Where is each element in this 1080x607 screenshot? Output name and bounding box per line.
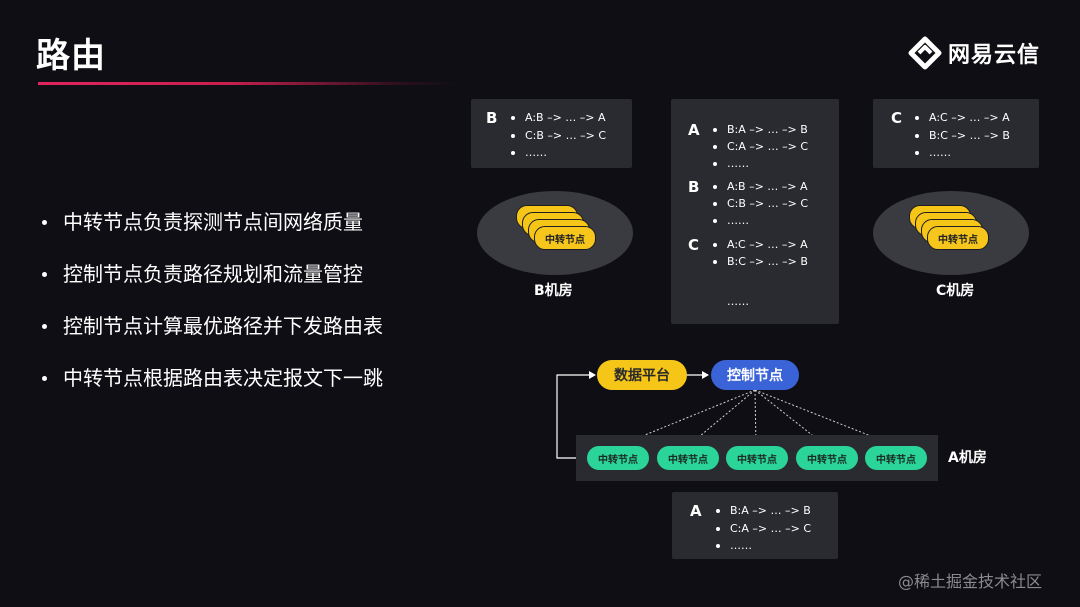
- route-table-key: A: [690, 502, 702, 520]
- netease-yunxin-logo: 网易云信: [908, 36, 1040, 70]
- route-line: ……: [915, 146, 951, 159]
- slide-title: 路由: [36, 36, 106, 76]
- logo-text: 网易云信: [948, 43, 1041, 68]
- route-table-c: C A:C –> … –> A B:C –> … –> B ……: [873, 99, 1039, 168]
- relay-node: 中转节点: [865, 446, 927, 470]
- relay-to-platform-arrow: [556, 374, 590, 459]
- route-line: C:B –> … –> C: [713, 197, 808, 210]
- bullet-text: 中转节点根据路由表决定报文下一跳: [63, 366, 383, 390]
- relay-node: 中转节点: [796, 446, 858, 470]
- dotted-link: [754, 389, 757, 447]
- route-line: C:B –> … –> C: [511, 129, 606, 142]
- route-line: B:A –> … –> B: [716, 504, 811, 517]
- control-node: 控制节点: [711, 360, 799, 390]
- route-table-key: C: [688, 236, 700, 254]
- bullet-item: 中转节点根据路由表决定报文下一跳: [42, 368, 383, 388]
- bullet-item: 中转节点负责探测节点间网络质量: [42, 212, 383, 232]
- route-table-control: A B:A –> … –> B C:A –> … –> C …… B A:B –…: [671, 99, 839, 324]
- room-c-label: C机房: [936, 283, 975, 299]
- bullet-dot-icon: [42, 271, 47, 277]
- bullet-list: 中转节点负责探测节点间网络质量 控制节点负责路径规划和流量管控 控制节点计算最优…: [42, 212, 383, 420]
- relay-chip-c: 中转节点: [927, 226, 989, 250]
- relay-chip-b: 中转节点: [534, 226, 596, 250]
- watermark: @稀土掘金技术社区: [898, 572, 1043, 591]
- route-line: ……: [716, 539, 752, 552]
- bullet-dot-icon: [42, 219, 47, 225]
- route-line: B:C –> … –> B: [713, 255, 808, 268]
- route-line: B:C –> … –> B: [915, 129, 1010, 142]
- route-table-key: A: [688, 121, 700, 139]
- route-line: B:A –> … –> B: [713, 123, 808, 136]
- bullet-item: 控制节点负责路径规划和流量管控: [42, 264, 383, 284]
- relay-node: 中转节点: [726, 446, 788, 470]
- route-line: ……: [713, 157, 749, 170]
- title-underline: [38, 82, 458, 85]
- route-line: A:B –> … –> A: [713, 180, 808, 193]
- bullet-item: 控制节点计算最优路径并下发路由表: [42, 316, 383, 336]
- data-platform-node: 数据平台: [597, 360, 687, 390]
- route-table-key: B: [688, 178, 700, 196]
- relay-node: 中转节点: [587, 446, 649, 470]
- route-line: C:A –> … –> C: [713, 140, 808, 153]
- route-line: A:B –> … –> A: [511, 111, 606, 124]
- bullet-text: 中转节点负责探测节点间网络质量: [63, 210, 363, 234]
- dotted-link: [754, 389, 897, 447]
- relay-node: 中转节点: [657, 446, 719, 470]
- arrow-head-icon: [702, 371, 709, 379]
- netease-yunxin-logo-icon: [908, 36, 942, 70]
- bullet-dot-icon: [42, 323, 47, 329]
- route-table-a: A B:A –> … –> B C:A –> … –> C ……: [672, 492, 838, 559]
- room-a-label: A机房: [948, 450, 987, 466]
- route-table-key: C: [891, 109, 903, 127]
- route-table-key: B: [486, 109, 498, 127]
- bullet-dot-icon: [42, 375, 47, 381]
- dotted-link: [617, 389, 756, 447]
- route-line: ……: [511, 146, 547, 159]
- route-line: ……: [713, 214, 749, 227]
- bullet-text: 控制节点计算最优路径并下发路由表: [63, 314, 383, 338]
- dotted-link: [754, 389, 827, 447]
- bullet-text: 控制节点负责路径规划和流量管控: [63, 262, 363, 286]
- route-table-b: B A:B –> … –> A C:B –> … –> C ……: [471, 99, 632, 168]
- arrow-head-icon: [589, 371, 596, 379]
- route-line: A:C –> … –> A: [713, 238, 808, 251]
- route-line: A:C –> … –> A: [915, 111, 1010, 124]
- route-line: ……: [727, 295, 749, 308]
- room-b-label: B机房: [534, 283, 573, 299]
- route-line: C:A –> … –> C: [716, 522, 811, 535]
